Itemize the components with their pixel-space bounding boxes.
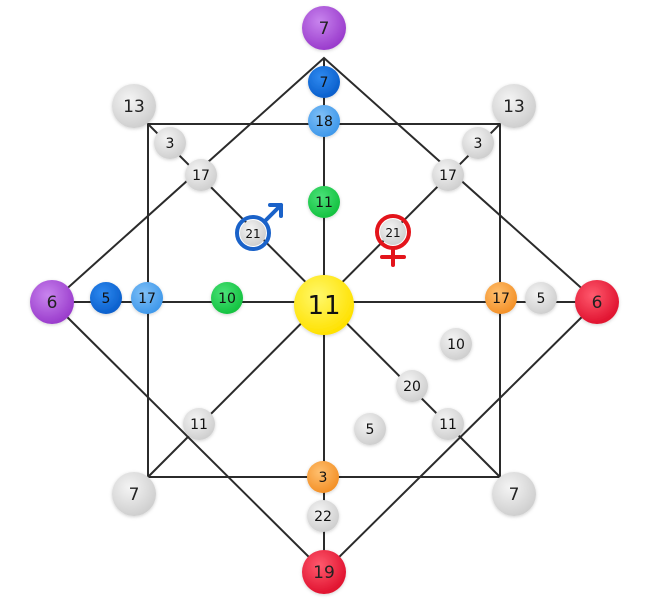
node-label: 7 (320, 75, 329, 91)
male-symbol-icon (235, 203, 283, 251)
top-outer-node: 7 (302, 6, 346, 50)
node-label: 5 (537, 291, 546, 307)
node-label: 17 (192, 168, 210, 184)
node-label: 17 (138, 291, 156, 307)
node-label: 6 (592, 293, 603, 313)
female-node: 21 (375, 214, 411, 267)
node-label: 7 (129, 485, 140, 505)
top-right-small-node: 3 (462, 127, 494, 159)
bottom-right-corner-node: 7 (492, 472, 536, 516)
node-label: 11 (439, 417, 457, 433)
top-left-diagonal-node: 17 (185, 159, 217, 191)
node-label: 5 (366, 422, 375, 438)
male-node: 21 (235, 203, 283, 251)
left-center-node: 10 (211, 282, 243, 314)
node-label: 7 (509, 485, 520, 505)
top-inner-node: 7 (308, 66, 340, 98)
bottom-mid-node: 3 (307, 461, 339, 493)
right-outer-node: 6 (575, 280, 619, 324)
node-label: 22 (314, 509, 332, 525)
node-label: 17 (439, 168, 457, 184)
node-label: 11 (315, 195, 333, 211)
bottom-inner-node: 22 (307, 500, 339, 532)
node-label: 13 (123, 97, 145, 117)
node-label: 20 (403, 379, 421, 395)
center-node: 11 (294, 275, 354, 335)
node-label: 18 (315, 114, 333, 130)
node-label: 3 (319, 470, 328, 486)
node-label: 7 (319, 19, 330, 39)
right-inner-node: 5 (525, 282, 557, 314)
node-label: 6 (47, 293, 58, 313)
top-mid-node: 18 (308, 105, 340, 137)
top-center-node: 11 (308, 186, 340, 218)
left-outer-node: 6 (30, 280, 74, 324)
money-line-node-3: 5 (354, 413, 386, 445)
female-symbol-icon (375, 214, 411, 267)
left-mid-node: 17 (131, 282, 163, 314)
node-label: 10 (218, 291, 236, 307)
bottom-outer-node: 19 (302, 550, 346, 594)
node-label: 3 (166, 136, 175, 152)
node-label: 17 (492, 291, 510, 307)
left-inner-node: 5 (90, 282, 122, 314)
top-left-corner-node: 13 (112, 84, 156, 128)
node-label: 21 (385, 226, 400, 240)
node-label: 21 (245, 227, 260, 241)
top-right-corner-node: 13 (492, 84, 536, 128)
top-right-diagonal-node: 17 (432, 159, 464, 191)
bottom-left-diagonal-node: 11 (183, 408, 215, 440)
top-left-small-node: 3 (154, 127, 186, 159)
bottom-left-corner-node: 7 (112, 472, 156, 516)
node-label: 13 (503, 97, 525, 117)
bottom-right-diagonal-node: 11 (432, 408, 464, 440)
money-line-node-2: 20 (396, 370, 428, 402)
node-label: 10 (447, 337, 465, 353)
center-label: 11 (307, 291, 340, 321)
right-mid-node: 17 (485, 282, 517, 314)
node-label: 11 (190, 417, 208, 433)
node-label: 5 (102, 291, 111, 307)
node-label: 3 (474, 136, 483, 152)
money-line-node-1: 10 (440, 328, 472, 360)
node-label: 19 (313, 563, 335, 583)
